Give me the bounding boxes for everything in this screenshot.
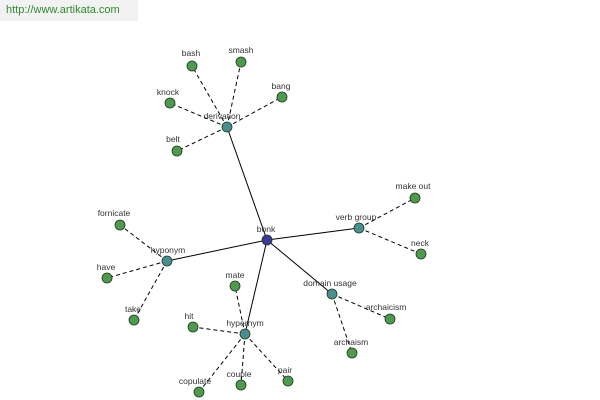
node-label-hyponym: hyponym (151, 245, 186, 255)
graph-labels: bonk derivation verb group hyponym hypernym d… (97, 45, 431, 386)
node-label-neck: neck (411, 238, 430, 248)
edge-hypernym-copulate (198, 333, 246, 393)
node-label-make-out: make out (396, 181, 432, 191)
node-label-mate: mate (226, 270, 245, 280)
node-label-hit: hit (185, 311, 195, 321)
node-label-archaicism: archaicism (366, 302, 407, 312)
node-label-fornicate: fornicate (98, 208, 131, 218)
edge-bonk-hyponym (166, 239, 268, 262)
node-fornicate[interactable] (114, 219, 126, 231)
edge-hypernym-pair (244, 333, 289, 382)
node-hit[interactable] (187, 321, 199, 333)
node-label-derivation: derivation (204, 111, 241, 121)
node-verb-group[interactable] (353, 222, 365, 234)
edge-derivation-bash (191, 65, 228, 128)
node-make-out[interactable] (409, 192, 421, 204)
node-smash[interactable] (235, 56, 247, 68)
edge-hypernym-couple (240, 333, 246, 386)
edge-bonk-derivation (226, 126, 268, 241)
node-label-copulate: copulate (179, 376, 211, 386)
node-belt[interactable] (171, 145, 183, 157)
graph-nodes (101, 56, 427, 398)
node-label-belt: belt (166, 134, 180, 144)
edge-hyponym-fornicate (119, 224, 168, 262)
node-bonk[interactable] (261, 234, 273, 246)
edge-derivation-knock (169, 102, 228, 128)
edge-derivation-belt (176, 126, 228, 152)
node-derivation[interactable] (221, 121, 233, 133)
node-hyponym[interactable] (161, 255, 173, 267)
edge-derivation-bang (226, 96, 283, 128)
node-label-bonk: bonk (257, 224, 276, 234)
node-label-hypernym: hypernym (226, 318, 263, 328)
node-archaicism[interactable] (384, 313, 396, 325)
edge-bonk-hypernym (244, 239, 268, 335)
node-have[interactable] (101, 272, 113, 284)
node-label-have: have (97, 262, 116, 272)
node-label-verb-group: verb group (336, 212, 377, 222)
node-bang[interactable] (276, 91, 288, 103)
node-archaism[interactable] (346, 347, 358, 359)
node-couple[interactable] (235, 379, 247, 391)
node-label-take: take (125, 304, 141, 314)
node-label-bash: bash (182, 48, 201, 58)
edge-verb-group-neck (358, 227, 422, 255)
node-hypernym[interactable] (239, 328, 251, 340)
node-label-bang: bang (272, 81, 291, 91)
node-label-pair: pair (278, 365, 292, 375)
node-copulate[interactable] (193, 386, 205, 398)
node-knock[interactable] (164, 97, 176, 109)
site-url-watermark: http://www.artikata.com (0, 0, 138, 21)
node-pair[interactable] (282, 375, 294, 387)
node-neck[interactable] (415, 248, 427, 260)
edge-verb-group-make-out (358, 197, 416, 229)
edge-domain-usage-archaicism (331, 293, 391, 320)
edge-hyponym-take (133, 260, 168, 321)
node-take[interactable] (128, 314, 140, 326)
node-mate[interactable] (229, 280, 241, 292)
node-label-smash: smash (228, 45, 253, 55)
graph-edges (106, 61, 422, 393)
node-label-archaism: archaism (334, 337, 368, 347)
edge-hypernym-hit (192, 326, 246, 335)
edge-hyponym-have (106, 260, 168, 279)
node-bash[interactable] (186, 60, 198, 72)
node-domain-usage[interactable] (326, 288, 338, 300)
node-label-couple: couple (226, 369, 251, 379)
node-label-domain-usage: domain usage (303, 278, 357, 288)
edge-bonk-domain-usage (266, 239, 333, 295)
node-label-knock: knock (157, 87, 180, 97)
edge-domain-usage-archaism (331, 293, 353, 354)
edge-bonk-verb-group (266, 227, 360, 241)
edge-hypernym-mate (234, 285, 246, 335)
